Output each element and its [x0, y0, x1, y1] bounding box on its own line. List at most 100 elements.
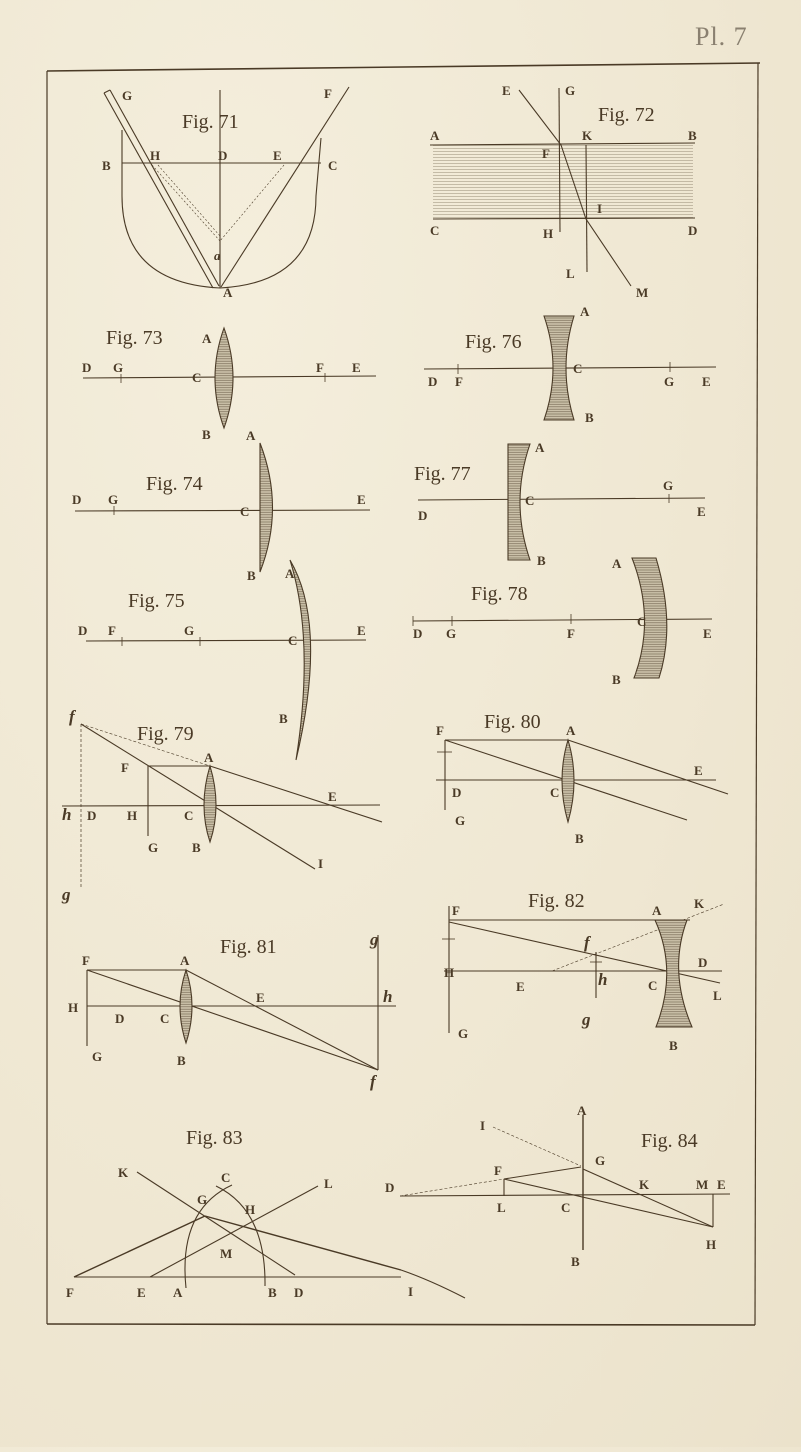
figure-76 [423, 315, 717, 421]
svg-text:A: A [204, 750, 214, 765]
caption-fig76: Fig. 76 [465, 331, 522, 353]
figure-75 [85, 559, 367, 761]
svg-text:G: G [446, 626, 456, 641]
figure-79 [61, 723, 383, 888]
svg-text:I: I [408, 1284, 413, 1299]
svg-text:E: E [717, 1177, 726, 1192]
svg-text:I: I [597, 201, 602, 216]
svg-text:K: K [694, 896, 705, 911]
figure-82 [442, 903, 725, 1033]
svg-text:E: E [703, 626, 712, 641]
figure-78 [412, 557, 713, 679]
svg-text:H: H [150, 148, 160, 163]
figure-83 [73, 1171, 466, 1299]
svg-text:D: D [218, 148, 227, 163]
svg-text:D: D [82, 360, 91, 375]
svg-text:M: M [636, 285, 648, 300]
svg-text:C: C [525, 493, 534, 508]
svg-text:C: C [192, 370, 201, 385]
svg-text:A: A [246, 428, 256, 443]
svg-text:G: G [197, 1192, 207, 1207]
svg-text:G: G [92, 1049, 102, 1064]
svg-text:D: D [294, 1285, 303, 1300]
svg-text:B: B [247, 568, 256, 583]
svg-text:C: C [430, 223, 439, 238]
svg-text:K: K [639, 1177, 650, 1192]
svg-text:G: G [664, 374, 674, 389]
caption-fig83: Fig. 83 [186, 1127, 243, 1149]
caption-fig73: Fig. 73 [106, 327, 163, 349]
svg-text:D: D [385, 1180, 394, 1195]
svg-text:H: H [245, 1202, 255, 1217]
figure-captions: Fig. 71 Fig. 72 Fig. 73 Fig. 74 Fig. 75 … [106, 104, 698, 1152]
svg-text:G: G [663, 478, 673, 493]
figure-labels: G F B H D E Ca A E G A K B F I C H D L M D G C F E A B… [61, 83, 726, 1300]
svg-text:E: E [328, 789, 337, 804]
svg-text:A: A [580, 304, 590, 319]
figure-80 [436, 738, 729, 825]
caption-fig81: Fig. 81 [220, 936, 277, 958]
figure-71 [103, 86, 350, 289]
svg-text:C: C [648, 978, 657, 993]
svg-text:g: g [581, 1010, 591, 1029]
svg-text:D: D [418, 508, 427, 523]
svg-text:B: B [537, 553, 546, 568]
svg-text:G: G [458, 1026, 468, 1041]
svg-text:G: G [565, 83, 575, 98]
svg-text:A: A [285, 566, 295, 581]
svg-text:g: g [61, 885, 71, 904]
plate-frame [46, 62, 761, 1326]
svg-text:B: B [279, 711, 288, 726]
svg-text:D: D [688, 223, 697, 238]
svg-text:H: H [444, 965, 454, 980]
svg-text:E: E [273, 148, 282, 163]
svg-text:C: C [221, 1170, 230, 1185]
svg-text:G: G [122, 88, 132, 103]
svg-text:E: E [352, 360, 361, 375]
svg-text:D: D [72, 492, 81, 507]
svg-text:a: a [214, 248, 221, 263]
svg-text:f: f [69, 707, 77, 726]
svg-text:C: C [550, 785, 559, 800]
svg-text:C: C [160, 1011, 169, 1026]
svg-text:E: E [516, 979, 525, 994]
caption-fig72: Fig. 72 [598, 104, 655, 126]
svg-text:F: F [324, 86, 332, 101]
svg-text:E: E [357, 623, 366, 638]
figure-72 [429, 87, 696, 287]
figure-74 [74, 442, 371, 573]
svg-text:K: K [118, 1165, 129, 1180]
caption-fig84: Fig. 84 [641, 1130, 698, 1152]
svg-text:E: E [357, 492, 366, 507]
svg-text:F: F [567, 626, 575, 641]
svg-text:C: C [637, 614, 646, 629]
svg-text:h: h [598, 970, 607, 989]
svg-text:B: B [585, 410, 594, 425]
svg-text:E: E [694, 763, 703, 778]
svg-text:C: C [328, 158, 337, 173]
svg-text:A: A [577, 1103, 587, 1118]
svg-text:A: A [173, 1285, 183, 1300]
svg-text:B: B [102, 158, 111, 173]
svg-text:A: A [223, 285, 233, 300]
svg-text:D: D [698, 955, 707, 970]
svg-text:F: F [121, 760, 129, 775]
svg-text:F: F [316, 360, 324, 375]
svg-text:G: G [108, 492, 118, 507]
svg-text:F: F [436, 723, 444, 738]
svg-text:B: B [268, 1285, 277, 1300]
svg-text:f: f [370, 1072, 378, 1091]
svg-text:I: I [318, 856, 323, 871]
caption-fig77: Fig. 77 [414, 463, 471, 485]
svg-text:L: L [713, 988, 722, 1003]
svg-text:E: E [697, 504, 706, 519]
svg-text:L: L [566, 266, 575, 281]
figure-73 [82, 326, 377, 430]
svg-text:C: C [573, 361, 582, 376]
svg-text:H: H [127, 808, 137, 823]
svg-text:G: G [148, 840, 158, 855]
caption-fig79: Fig. 79 [137, 723, 194, 745]
svg-text:B: B [669, 1038, 678, 1053]
svg-text:G: G [595, 1153, 605, 1168]
svg-text:E: E [702, 374, 711, 389]
